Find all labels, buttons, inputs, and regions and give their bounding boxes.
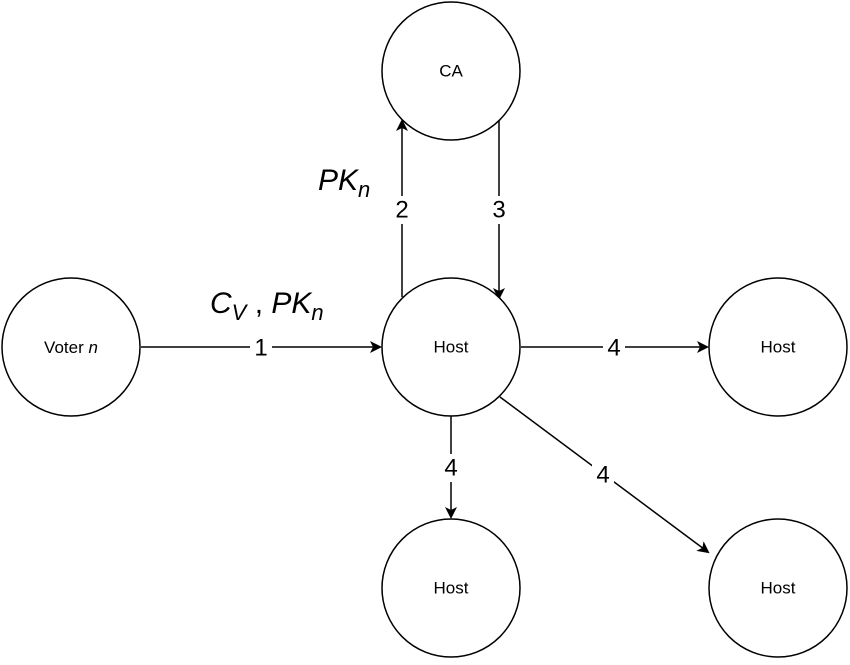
edge-label-bg (603, 334, 625, 360)
node-label: Host (761, 579, 796, 598)
annotation-c: C (210, 287, 232, 320)
node-label: CA (439, 62, 463, 81)
annotation-pk-sub: n (358, 177, 370, 202)
edge-label-bg (592, 461, 614, 489)
annotation-pk-sub: n (311, 300, 323, 325)
edge-label-bg (440, 454, 462, 482)
edge-voter-to-host: 1 (141, 334, 382, 362)
annotation-separator: , (246, 287, 271, 320)
node-label: Host (434, 338, 469, 357)
node-circle (1, 277, 141, 417)
edge-label-bg (488, 196, 510, 224)
edge-host-to-host-bottom: 4 (440, 416, 462, 519)
node-host-bottom-right[interactable]: Host (708, 518, 848, 658)
edge-label-4b: 4 (444, 455, 457, 482)
node-label: Host (761, 338, 796, 357)
node-circle (381, 1, 521, 141)
node-label: Host (434, 579, 469, 598)
node-circle (708, 518, 848, 658)
edge-label-2: 2 (395, 197, 408, 224)
edge-host-to-host-right: 4 (521, 334, 709, 362)
edge-label-4a: 4 (607, 335, 620, 362)
node-label: Voter n (44, 338, 98, 357)
edge-label-3: 3 (492, 197, 505, 224)
edge-host-to-ca: 2 (391, 119, 413, 297)
node-host-bottom[interactable]: Host (381, 518, 521, 658)
annotation-pk: PK (318, 164, 360, 197)
node-circle (381, 277, 521, 417)
annotation-pk: PK (271, 287, 313, 320)
node-ca[interactable]: CA (381, 1, 521, 141)
node-host-center[interactable]: Host (381, 277, 521, 417)
annotation-pkn: PKn (318, 164, 370, 202)
node-label-text: Voter (44, 338, 88, 357)
annotation-cv-pkn: CV , PKn (210, 287, 324, 325)
edge-ca-to-host: 3 (488, 112, 510, 300)
edge-host-to-host-bottom-right: 4 (499, 396, 710, 554)
edge-label-bg (250, 334, 272, 360)
node-label-italic: n (88, 338, 97, 357)
edge-label-4c: 4 (596, 462, 609, 489)
edge-label-1: 1 (254, 335, 267, 362)
node-circle (708, 277, 848, 417)
node-host-right[interactable]: Host (708, 277, 848, 417)
edge-label-bg (391, 196, 413, 224)
node-circle (381, 518, 521, 658)
node-voter[interactable]: Voter n (1, 277, 141, 417)
annotation-c-sub: V (232, 300, 249, 325)
